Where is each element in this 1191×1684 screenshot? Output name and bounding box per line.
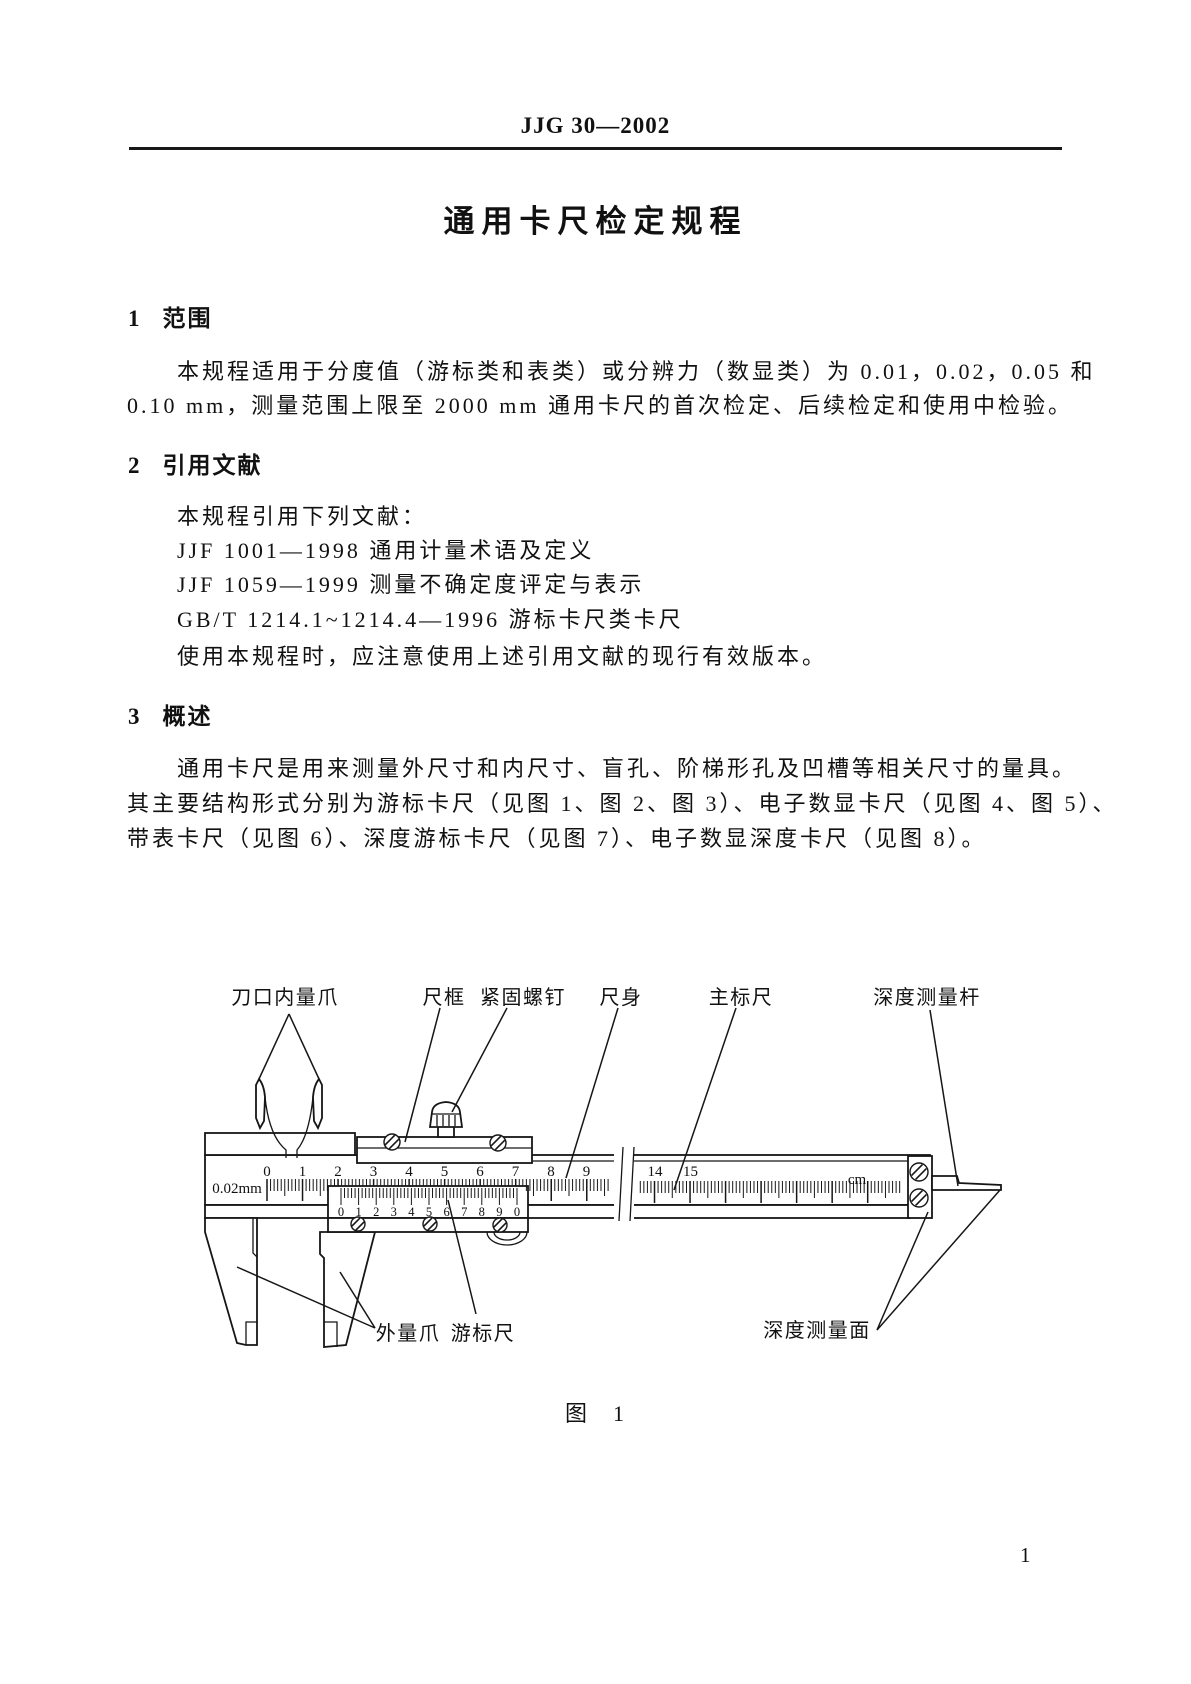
main-scale-number: 15 bbox=[683, 1164, 698, 1180]
main-scale-number: 3 bbox=[370, 1164, 378, 1180]
vernier-number: 0 bbox=[514, 1205, 520, 1219]
section-2-heading: 2 引用文献 bbox=[128, 446, 263, 480]
locking-screw-knurl bbox=[436, 1115, 456, 1126]
section-3-title: 概述 bbox=[162, 703, 213, 729]
main-scale-number: 4 bbox=[405, 1164, 413, 1180]
depth-face-leader-1 bbox=[876, 1211, 929, 1331]
main-scale-number: 2 bbox=[334, 1164, 342, 1180]
vernier-number: 9 bbox=[496, 1205, 502, 1219]
knife-jaw-leader-right bbox=[288, 1013, 320, 1080]
main-scale-number: 5 bbox=[441, 1164, 449, 1180]
reference-item: GB/T 1214.1~1214.4—1996 游标卡尺类卡尺 bbox=[177, 607, 684, 632]
label-depth-faces: 深度测量面 bbox=[763, 1319, 871, 1342]
figure-caption: 图 1 bbox=[564, 1401, 626, 1426]
main-scale-number: 6 bbox=[476, 1164, 484, 1180]
blade-curve-right bbox=[296, 1096, 314, 1158]
unit-label: cm bbox=[848, 1172, 867, 1188]
break-mark bbox=[629, 1146, 635, 1222]
label-main-scale: 主标尺 bbox=[709, 986, 774, 1009]
label-depth-rod: 深度测量杆 bbox=[873, 986, 981, 1009]
resolution-label: 0.02mm bbox=[212, 1181, 262, 1197]
section-2-title: 引用文献 bbox=[162, 452, 263, 478]
vernier-number: 2 bbox=[373, 1205, 379, 1219]
paragraph-line: 通用卡尺是用来测量外尺寸和内尺寸、盲孔、阶梯形孔及凹槽等相关尺寸的量具。 bbox=[177, 756, 1078, 781]
label-external-jaws: 外量爪 bbox=[376, 1322, 441, 1345]
movable-jaw-foot bbox=[324, 1321, 338, 1347]
main-scale-number: 8 bbox=[547, 1164, 555, 1180]
fixed-jaw-foot bbox=[245, 1321, 257, 1345]
paragraph-line: 0.10 mm，测量范围上限至 2000 mm 通用卡尺的首次检定、后续检定和使… bbox=[127, 393, 1073, 418]
label-locking-screw: 紧固螺钉 bbox=[480, 986, 566, 1009]
section-1-number: 1 bbox=[128, 306, 140, 331]
beam-lower-rail bbox=[204, 1204, 911, 1219]
vernier-number: 4 bbox=[408, 1205, 415, 1219]
page-title: 通用卡尺检定规程 bbox=[443, 204, 748, 239]
page-number: 1 bbox=[1020, 1543, 1031, 1567]
section-3-number: 3 bbox=[128, 704, 140, 729]
vernier-number: 1 bbox=[355, 1205, 361, 1219]
section-1-title: 范围 bbox=[162, 305, 213, 331]
vernier-plate bbox=[327, 1185, 529, 1219]
main-scale-number: 9 bbox=[583, 1164, 591, 1180]
header-rule bbox=[129, 147, 1062, 150]
screws bbox=[350, 1133, 929, 1233]
fixed-jaw-notch bbox=[252, 1218, 258, 1258]
paragraph-line: 使用本规程时，应注意使用上述引用文献的现行有效版本。 bbox=[177, 644, 828, 669]
depth-rod bbox=[931, 1175, 1002, 1191]
leader-lines bbox=[236, 1007, 1001, 1331]
knife-edge-blade-left bbox=[255, 1077, 266, 1131]
vernier-number: 6 bbox=[443, 1205, 449, 1219]
movable-external-jaw bbox=[319, 1231, 377, 1348]
main-scale-leader bbox=[673, 1007, 737, 1191]
label-frame: 尺框 bbox=[423, 986, 466, 1009]
frame-leader bbox=[404, 1007, 441, 1143]
vernier-number: 0 bbox=[338, 1205, 344, 1219]
vernier-number: 3 bbox=[391, 1205, 397, 1219]
vernier-leader bbox=[447, 1199, 477, 1315]
knife-jaw-leader-left bbox=[258, 1013, 290, 1080]
locking-screw-leader bbox=[451, 1007, 508, 1113]
blade-curve-left bbox=[264, 1096, 287, 1158]
paragraph-line: 本规程引用下列文献： bbox=[177, 504, 428, 529]
section-2-number: 2 bbox=[128, 453, 140, 478]
fixed-external-jaw bbox=[204, 1217, 258, 1346]
slider-spring-outer bbox=[486, 1231, 528, 1246]
caliper-figure: 刀口内量爪 尺框 紧固螺钉 尺身 主标尺 深度测量杆 外量爪 游标尺 深度测量面… bbox=[204, 986, 1002, 1348]
depth-face-leader-2 bbox=[876, 1189, 1001, 1331]
vernier-number: 8 bbox=[479, 1205, 485, 1219]
label-vernier-scale: 游标尺 bbox=[451, 1322, 516, 1345]
section-1-heading: 1 范围 bbox=[128, 299, 213, 333]
main-scale-ticks bbox=[266, 1179, 901, 1203]
paragraph-line: 带表卡尺（见图 6）、深度游标卡尺（见图 7）、电子数显深度卡尺（见图 8）。 bbox=[127, 826, 987, 851]
main-scale-numbers: 0 1 2 3 4 5 6 7 8 9 14 15 bbox=[263, 1164, 698, 1180]
vernier-scale-ticks bbox=[340, 1188, 518, 1205]
label-beam: 尺身 bbox=[600, 986, 643, 1009]
slider-spring-inner bbox=[493, 1231, 521, 1241]
main-scale-number: 1 bbox=[299, 1164, 307, 1180]
vernier-scale-numbers: 0 1 2 3 4 5 6 7 8 9 0 bbox=[338, 1205, 520, 1219]
external-jaw-leader-2 bbox=[339, 1271, 376, 1329]
external-jaw-leader-1 bbox=[236, 1266, 376, 1329]
beam-leader bbox=[565, 1007, 619, 1179]
label-knife-edge-jaws: 刀口内量爪 bbox=[231, 986, 339, 1009]
depth-rod-leader bbox=[929, 1009, 959, 1187]
doc-code: JJG 30—2002 bbox=[520, 113, 671, 138]
break-mark bbox=[618, 1146, 624, 1222]
vernier-number: 5 bbox=[426, 1205, 432, 1219]
section-3-heading: 3 概述 bbox=[128, 697, 213, 731]
paragraph-line: 本规程适用于分度值（游标类和表类）或分辨力（数显类）为 0.01，0.02，0.… bbox=[177, 359, 1096, 384]
main-scale-number: 0 bbox=[263, 1164, 271, 1180]
main-scale-number: 14 bbox=[648, 1164, 664, 1180]
reference-item: JJF 1001—1998 通用计量术语及定义 bbox=[177, 538, 595, 563]
reference-item: JJF 1059—1999 测量不确定度评定与表示 bbox=[177, 572, 645, 597]
knife-edge-blade-right bbox=[312, 1077, 323, 1131]
beam-body bbox=[204, 1154, 931, 1206]
paragraph-line: 其主要结构形式分别为游标卡尺（见图 1、图 2、图 3）、电子数显卡尺（见图 4… bbox=[127, 791, 1118, 816]
vernier-number: 7 bbox=[461, 1205, 467, 1219]
break-gap bbox=[614, 1149, 634, 1221]
main-scale-number: 7 bbox=[512, 1164, 520, 1180]
